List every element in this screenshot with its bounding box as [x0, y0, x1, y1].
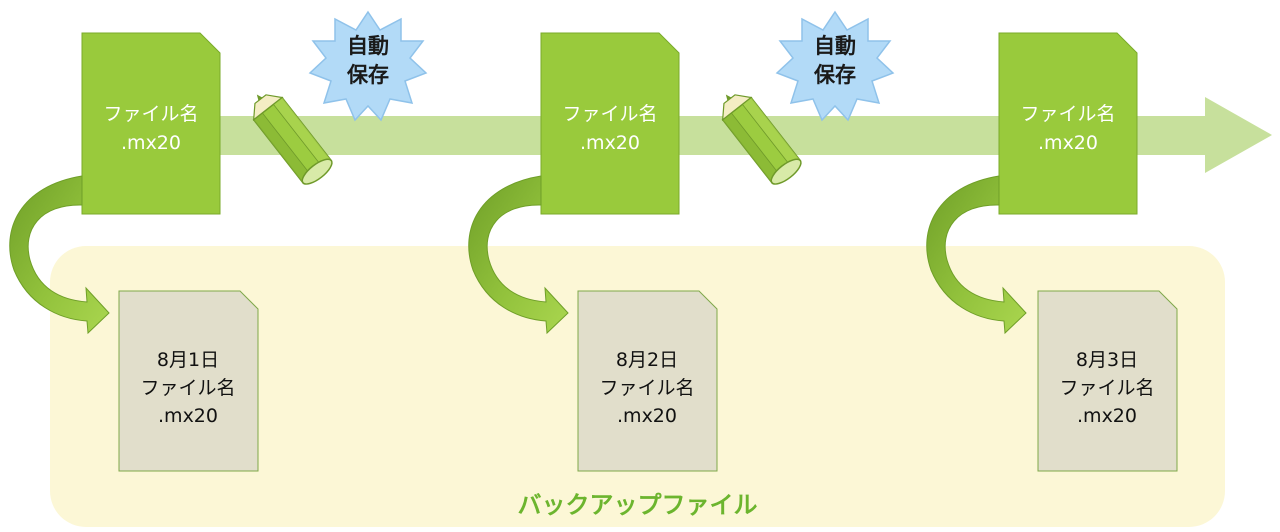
autosave-burst-2	[776, 11, 894, 121]
autosave-burst-1	[309, 11, 427, 121]
main-file-3	[998, 32, 1138, 215]
backup-file-1	[118, 290, 259, 472]
main-file-1	[81, 32, 221, 215]
backup-file-3	[1037, 290, 1178, 472]
backup-file-2	[577, 290, 718, 472]
main-file-2	[540, 32, 680, 215]
